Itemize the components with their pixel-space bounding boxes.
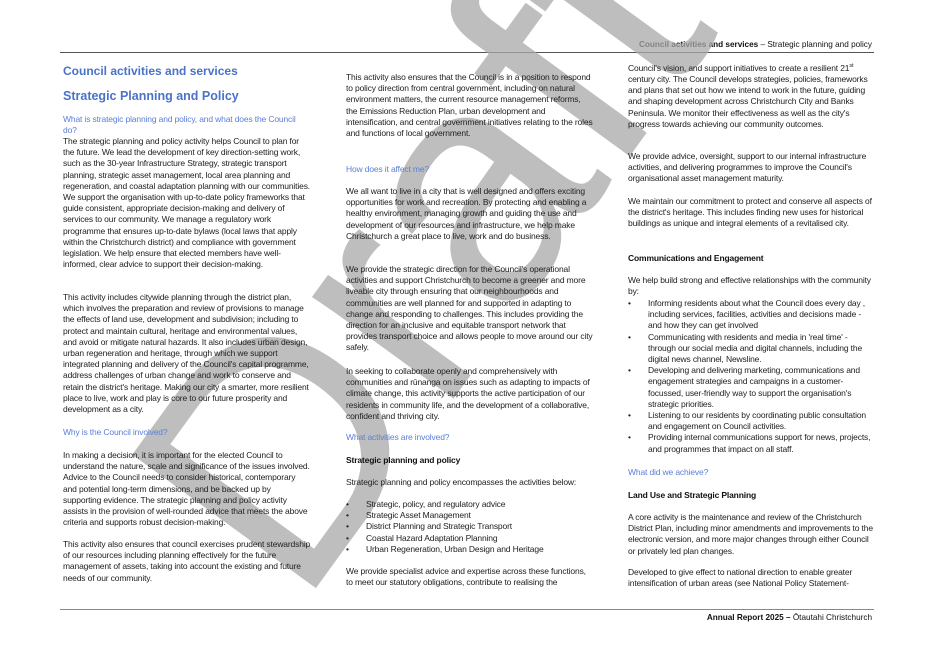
paragraph: This activity also ensures that the Coun…	[346, 72, 593, 139]
paragraph: A core activity is the maintenance and r…	[628, 512, 873, 556]
footer-place: Ōtautahi Christchurch	[792, 613, 872, 622]
list-item: Listening to our residents by coordinati…	[628, 410, 876, 432]
list-item: Urban Regeneration, Urban Design and Her…	[346, 544, 594, 555]
list-item: Communicating with residents and media i…	[628, 332, 876, 366]
list-item: Developing and delivering marketing, com…	[628, 365, 876, 410]
subheading-why: Why is the Council involved?	[63, 427, 168, 437]
paragraph: We help build strong and effective relat…	[628, 275, 871, 297]
activities-list: Strategic, policy, and regulatory advice…	[346, 499, 594, 555]
text: century city. The Council develops strat…	[628, 74, 868, 129]
paragraph: We provide specialist advice and experti…	[346, 566, 586, 588]
paragraph: We provide the strategic direction for t…	[346, 264, 593, 353]
header-rule	[60, 52, 874, 53]
header-topic: Strategic planning and policy	[767, 40, 872, 49]
list-item: District Planning and Strategic Transpor…	[346, 521, 594, 532]
running-header: Council activities and services – Strate…	[639, 40, 872, 49]
page-title: Strategic Planning and Policy	[63, 89, 239, 103]
paragraph: Developed to give effect to national dir…	[628, 567, 853, 589]
list-item: Providing internal communications suppor…	[628, 432, 876, 454]
paragraph: We maintain our commitment to protect an…	[628, 196, 872, 229]
bold-heading: Strategic planning and policy	[346, 455, 461, 465]
superscript: st	[849, 63, 854, 69]
paragraph: Council's vision, and support initiative…	[628, 61, 876, 130]
list-item: Strategic Asset Management	[346, 510, 594, 521]
paragraph: We provide advice, oversight, support to…	[628, 151, 867, 184]
paragraph: The strategic planning and policy activi…	[63, 136, 311, 270]
paragraph: Strategic planning and policy encompasse…	[346, 477, 577, 487]
communications-list: Informing residents about what the Counc…	[628, 298, 876, 455]
subheading-activities: What activities are involved?	[346, 432, 450, 442]
paragraph: This activity also ensures that council …	[63, 539, 311, 583]
footer-report: Annual Report 2025	[706, 613, 784, 622]
running-footer: Annual Report 2025 – Ōtautahi Christchur…	[707, 613, 872, 622]
subheading-affect: How does it affect me?	[346, 164, 430, 174]
subheading-achieve: What did we achieve?	[628, 467, 709, 477]
header-separator: –	[758, 40, 768, 49]
paragraph: We all want to live in a city that is we…	[346, 186, 587, 241]
list-item: Informing residents about what the Counc…	[628, 298, 876, 332]
footer-rule	[60, 609, 874, 610]
paragraph: In seeking to collaborate openly and com…	[346, 366, 590, 421]
section-title: Council activities and services	[63, 64, 238, 78]
text: Council's vision, and support initiative…	[628, 62, 850, 73]
subheading-what-is: What is strategic planning and policy, a…	[63, 114, 296, 136]
bold-heading: Communications and Engagement	[628, 253, 764, 263]
list-item: Coastal Hazard Adaptation Planning	[346, 533, 594, 544]
header-section: Council activities and services	[638, 40, 759, 49]
paragraph: In making a decision, it is important fo…	[63, 450, 310, 528]
paragraph: This activity includes citywide planning…	[63, 292, 309, 415]
footer-separator: –	[783, 613, 793, 622]
list-item: Strategic, policy, and regulatory advice	[346, 499, 594, 510]
bold-heading: Land Use and Strategic Planning	[628, 490, 757, 500]
